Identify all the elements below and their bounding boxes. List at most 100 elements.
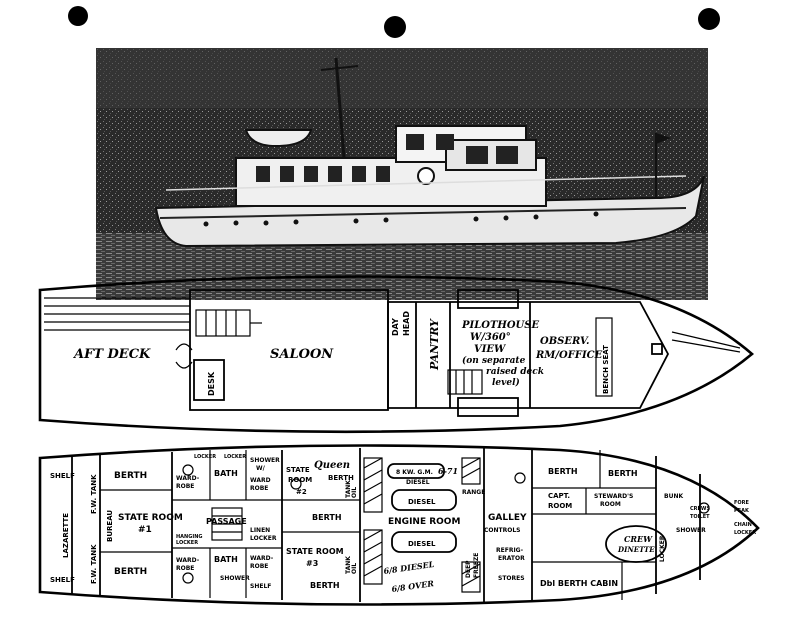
lower-deck-plan: SHELF SHELF LAZARETTE F.W. TANK F.W. TAN…: [38, 444, 760, 606]
label-day-head-1: DAY: [391, 318, 400, 336]
label-date-1: 6-71: [438, 466, 458, 476]
label-pilothouse-2: W/360°: [470, 332, 511, 343]
label-locker-1: LOCKER: [194, 454, 216, 460]
label-pilothouse-4: (on separate: [462, 355, 526, 366]
label-chain-locker-b: PEAK: [734, 508, 750, 514]
binder-hole-left: [68, 6, 88, 26]
label-diesel-gen-a: 8 KW. G.M.: [396, 469, 433, 476]
label-range: RANGE: [462, 489, 485, 496]
label-berth-fwd-2: BERTH: [608, 469, 638, 478]
label-bath-bottom: BATH: [214, 555, 238, 564]
label-date-3: 6/8 OVER: [391, 578, 435, 594]
label-day-head-2: HEAD: [402, 311, 411, 336]
label-wardrobe-mid-a: WARD-: [250, 555, 274, 562]
label-observ-2: RM/OFFICE: [535, 350, 603, 361]
label-oil-tank-top-b: TANK: [345, 480, 352, 498]
yacht-hull: [154, 175, 705, 248]
label-wardrobe-top-b: ROBE: [176, 483, 194, 490]
label-fw-tank-top: F.W. TANK: [90, 474, 98, 514]
label-aft-deck: AFT DECK: [72, 347, 151, 362]
label-pilothouse-1: PILOTHOUSE: [461, 320, 539, 331]
label-shower-top-b: W/: [256, 465, 266, 472]
label-queen-berth-b: BERTH: [328, 474, 354, 482]
label-crews-toilet-a: CREWS: [690, 506, 710, 512]
label-deep-freeze-b: FREEZE: [473, 553, 480, 578]
label-desk: DESK: [207, 371, 216, 396]
label-state-room-2-a: STATE: [286, 466, 310, 474]
label-berth-aft-top: BERTH: [114, 471, 147, 481]
label-chain-locker-c: CHAIN: [734, 522, 752, 528]
label-oil-tank-top-a: OIL: [351, 487, 358, 498]
label-capt-room-a: CAPT.: [548, 492, 570, 500]
label-observ-1: OBSERV.: [540, 336, 589, 347]
label-locker-2: LOCKER: [224, 454, 246, 460]
label-shower-bottom: SHOWER: [220, 575, 250, 582]
label-saloon: SALOON: [270, 347, 334, 362]
label-fw-tank-bottom: F.W. TANK: [90, 544, 98, 584]
label-shower-fwd: SHOWER: [676, 527, 706, 534]
label-engine-room: ENGINE ROOM: [388, 517, 460, 527]
label-wardrobe-bottom-b: ROBE: [176, 565, 194, 572]
label-pantry: PANTRY: [428, 318, 441, 371]
label-hanging-locker-b: LOCKER: [176, 540, 198, 546]
label-queen-berth-a: Queen: [314, 460, 350, 471]
label-linen-locker-b: LOCKER: [250, 535, 277, 542]
label-chain-locker-a: FORE: [734, 500, 750, 506]
label-berth-mid-bottom: BERTH: [310, 581, 340, 590]
label-stewards-room-a: STEWARD'S: [594, 493, 633, 500]
label-crew-dinette-a: CREW: [624, 534, 653, 544]
deck-plans: AFT DECK SALOON DESK DAY HEAD PANTRY PIL…: [38, 275, 760, 606]
yacht-photograph: [96, 48, 708, 300]
label-pilothouse-5: raised deck: [486, 367, 544, 377]
label-dbl-berth-cabin: Dbl BERTH CABIN: [540, 579, 618, 588]
label-date-2: 6/8 DIESEL: [383, 559, 435, 576]
label-state-room-2-b: ROOM: [288, 476, 312, 484]
label-refrigerator-b: ERATOR: [498, 555, 525, 562]
label-berth-mid-top: BERTH: [312, 513, 342, 522]
label-shower-top-d: ROBE: [250, 485, 268, 492]
label-berth-aft-bottom: BERTH: [114, 567, 147, 577]
label-oil-tank-bottom-b: TANK: [345, 556, 352, 574]
label-deep-freeze-a: DEEP: [465, 560, 472, 578]
label-diesel-top: DIESEL: [408, 498, 436, 506]
label-wardrobe-top-a: WARD-: [176, 475, 200, 482]
label-diesel-bottom: DIESEL: [408, 540, 436, 548]
label-crews-toilet-b: TOILET: [690, 514, 710, 520]
label-stores: STORES: [498, 575, 525, 582]
binder-hole-right: [698, 8, 720, 30]
label-galley: GALLEY: [488, 513, 527, 523]
label-state-room-1-a: STATE ROOM: [118, 513, 183, 523]
label-pilothouse-3: VIEW: [474, 344, 507, 355]
label-shower-top-a: SHOWER: [250, 457, 280, 464]
label-refrigerator-a: REFRIG-: [496, 547, 524, 554]
label-state-room-2-c: #2: [296, 488, 307, 496]
label-bath-top: BATH: [214, 469, 238, 478]
label-state-room-3-b: #3: [306, 559, 318, 568]
upper-deck-plan: AFT DECK SALOON DESK DAY HEAD PANTRY PIL…: [38, 275, 755, 434]
label-state-room-1-b: #1: [138, 525, 152, 535]
label-diesel-gen-b: DIESEL: [406, 479, 430, 486]
label-linen-locker-a: LINEN: [250, 527, 270, 534]
binder-hole-middle: [384, 16, 406, 38]
label-shower-top-c: WARD: [250, 477, 271, 484]
label-passage: PASSAGE: [206, 517, 247, 526]
label-crew-dinette-b: DINETTE: [617, 545, 655, 554]
label-oil-tank-bottom-a: OIL: [351, 563, 358, 574]
label-stewards-room-b: ROOM: [600, 501, 621, 508]
label-locker-fwd: LOCKER: [659, 535, 666, 562]
label-hanging-locker-a: HANGING: [176, 534, 203, 540]
label-bunk: BUNK: [664, 493, 683, 500]
label-wardrobe-mid-b: ROBE: [250, 563, 268, 570]
label-berth-fwd-1: BERTH: [548, 467, 578, 476]
label-lazarette: LAZARETTE: [62, 513, 70, 558]
label-chain-locker-d: LOCKER: [734, 530, 756, 536]
label-shelf-bottom: SHELF: [50, 576, 75, 584]
label-shelf-top: SHELF: [50, 472, 75, 480]
label-controls: CONTROLS: [484, 527, 520, 534]
label-pilothouse-6: level): [492, 377, 520, 388]
label-bureau: BUREAU: [106, 510, 114, 542]
label-capt-room-b: ROOM: [548, 502, 572, 510]
label-state-room-3-a: STATE ROOM: [286, 547, 344, 556]
label-wardrobe-bottom-a: WARD-: [176, 557, 200, 564]
label-shelf-mid: SHELF: [250, 583, 271, 590]
